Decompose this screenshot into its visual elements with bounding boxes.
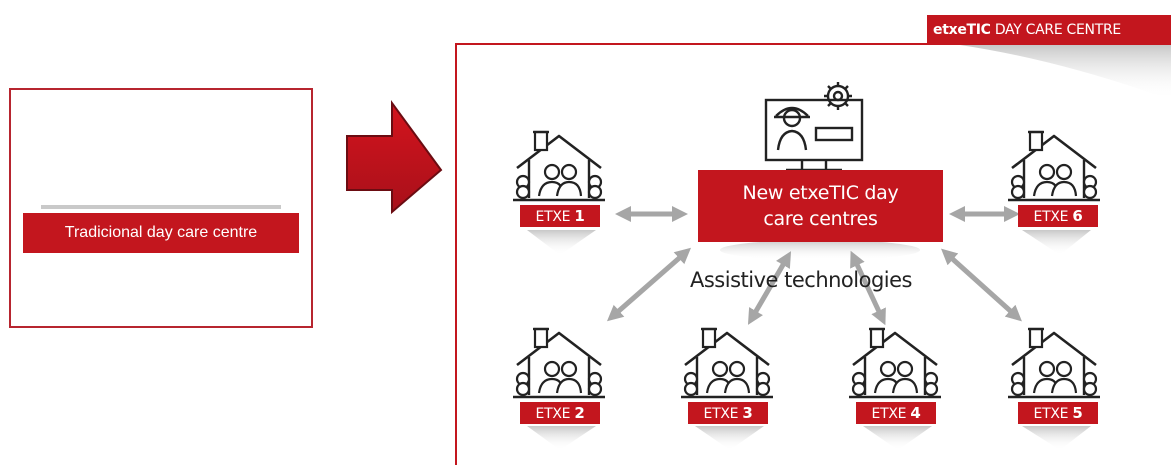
center-title-line1: New etxeTIC day bbox=[742, 182, 899, 204]
etxetic-header-tag: etxeTIC DAY CARE CENTRE bbox=[927, 15, 1171, 45]
house-family-icon-4 bbox=[847, 327, 943, 399]
main-frame-left-border bbox=[455, 43, 457, 465]
house-tag-etxe3: ETXE 3 bbox=[688, 402, 768, 424]
house-tag-etxe2: ETXE 2 bbox=[520, 402, 600, 424]
arrow-etxe2 bbox=[606, 247, 692, 322]
house-family-icon-2 bbox=[511, 327, 607, 399]
house-tag-number: 5 bbox=[1072, 404, 1083, 422]
house-tag-number: 1 bbox=[574, 207, 585, 225]
house-tag-prefix: ETXE bbox=[535, 406, 571, 422]
house-tag-prefix: ETXE bbox=[871, 406, 907, 422]
arrow-etxe4 bbox=[850, 250, 886, 326]
house-tag-number: 3 bbox=[742, 404, 753, 422]
big-red-arrow-icon bbox=[346, 99, 443, 215]
house-family-icon-3 bbox=[679, 327, 775, 399]
technician-computer-icon bbox=[764, 82, 864, 172]
traditional-centre-label: Tradicional day care centre bbox=[23, 213, 299, 253]
center-box-shadow bbox=[720, 240, 920, 260]
house-tag-number: 2 bbox=[574, 404, 585, 422]
house-tag-etxe6: ETXE 6 bbox=[1018, 205, 1098, 227]
main-frame-top-border bbox=[455, 43, 1171, 45]
house-tag-prefix: ETXE bbox=[703, 406, 739, 422]
arrow-etxe5 bbox=[941, 248, 1022, 322]
arrow-etxe3 bbox=[747, 251, 792, 325]
house-tag-prefix: ETXE bbox=[1033, 406, 1069, 422]
house-family-icon-5 bbox=[1006, 327, 1102, 399]
header-tag-text: DAY CARE CENTRE bbox=[994, 22, 1121, 38]
house-tag-etxe5: ETXE 5 bbox=[1018, 402, 1098, 424]
header-tag-shadow bbox=[960, 45, 1171, 100]
connection-arrows bbox=[606, 205, 1022, 326]
house-tag-etxe4: ETXE 4 bbox=[856, 402, 936, 424]
traditional-divider bbox=[41, 205, 281, 209]
header-tag-brand: etxeTIC bbox=[933, 22, 991, 38]
house-tag-prefix: ETXE bbox=[535, 209, 571, 225]
house-tag-shadows bbox=[527, 230, 1091, 450]
house-tag-prefix: ETXE bbox=[1033, 209, 1069, 225]
house-tag-number: 6 bbox=[1072, 207, 1083, 225]
new-etxetic-centre-box: New etxeTIC day care centres bbox=[698, 170, 943, 242]
house-tag-number: 4 bbox=[910, 404, 921, 422]
house-tag-etxe1: ETXE 1 bbox=[520, 205, 600, 227]
house-family-icon-1 bbox=[511, 130, 607, 202]
center-title-line2: care centres bbox=[763, 208, 878, 230]
assistive-technologies-label: Assistive technologies bbox=[690, 268, 913, 292]
house-family-icon-6 bbox=[1006, 130, 1102, 202]
